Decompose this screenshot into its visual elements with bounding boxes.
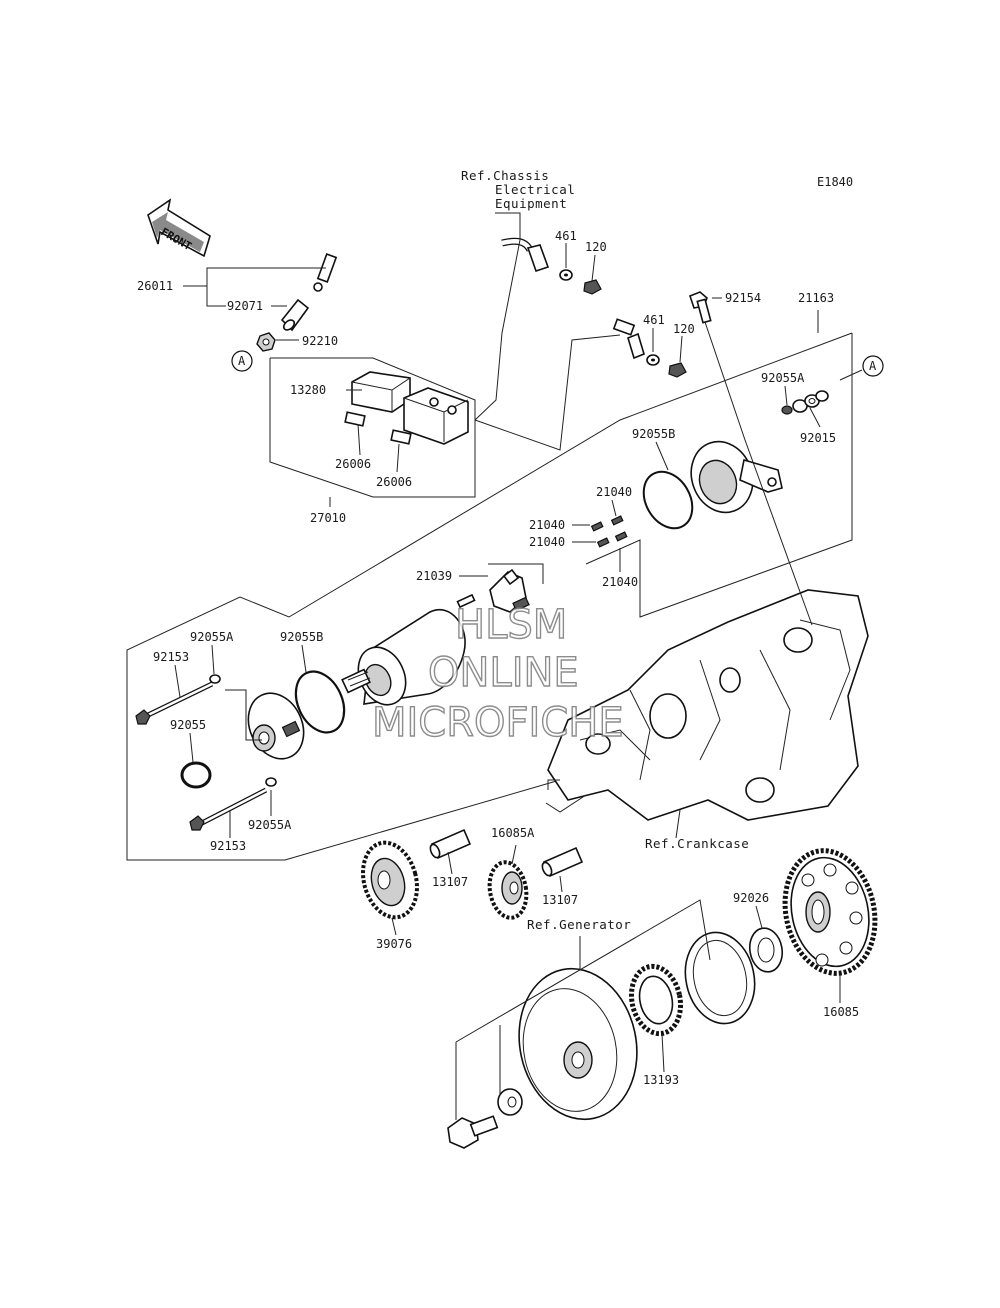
label-13193: 13193 bbox=[643, 1073, 679, 1087]
label-39076: 39076 bbox=[376, 937, 412, 951]
oring-92055B-mid bbox=[294, 670, 346, 734]
ref-chassis-line3: Equipment bbox=[495, 196, 567, 211]
ref-circle-a-right-label: A bbox=[869, 359, 877, 373]
label-92055A-top: 92055A bbox=[761, 371, 805, 385]
fuse-26006-a bbox=[344, 411, 366, 427]
long-bolt-92153-a bbox=[135, 681, 214, 725]
watermark-line1: HLSM bbox=[455, 602, 567, 648]
label-92055A-left-1: 92055A bbox=[190, 630, 234, 644]
bolt-120-b bbox=[668, 362, 687, 378]
starter-end-cover-21163 bbox=[690, 440, 783, 514]
label-26006-b: 26006 bbox=[376, 475, 412, 489]
bolt-92154 bbox=[689, 291, 712, 324]
label-26006-a: 26006 bbox=[335, 457, 371, 471]
one-way-clutch-13193 bbox=[628, 963, 684, 1037]
part-labels: 26011 92071 92210 13280 26006 26006 2701… bbox=[137, 229, 859, 1087]
front-arrow-icon: FRONT bbox=[147, 198, 211, 258]
washer-461-a bbox=[559, 269, 573, 281]
oring-92055A-left-2 bbox=[265, 777, 277, 787]
diagram-code: E1840 bbox=[817, 175, 853, 189]
rotor-bolt bbox=[447, 1115, 499, 1149]
starter-gear-16085 bbox=[782, 848, 878, 976]
group-outline-relay bbox=[269, 357, 476, 498]
shaft-13107-a bbox=[429, 828, 472, 860]
nut-92210 bbox=[256, 332, 276, 352]
gear-16085A bbox=[487, 860, 529, 920]
washer-92026 bbox=[748, 927, 784, 973]
ref-circle-a-left-label: A bbox=[238, 354, 246, 368]
label-21039: 21039 bbox=[416, 569, 452, 583]
label-92055B-top: 92055B bbox=[632, 427, 675, 441]
ground-wire bbox=[501, 237, 550, 273]
leader-lines bbox=[174, 212, 863, 1120]
label-16085: 16085 bbox=[823, 1005, 859, 1019]
watermark-line2: ONLINE bbox=[428, 650, 579, 696]
label-13107-a: 13107 bbox=[432, 875, 468, 889]
brush-21040-group bbox=[590, 515, 628, 548]
label-27010: 27010 bbox=[310, 511, 346, 525]
starter-front-cover bbox=[247, 692, 305, 760]
ref-generator: Ref.Generator bbox=[527, 917, 631, 932]
label-92154: 92154 bbox=[725, 291, 761, 305]
bolt-120-a bbox=[583, 279, 602, 295]
oring-92055 bbox=[180, 761, 212, 789]
label-13280: 13280 bbox=[290, 383, 326, 397]
label-21040-a: 21040 bbox=[596, 485, 632, 499]
long-bolt-92153-b bbox=[189, 787, 268, 831]
label-13107-b: 13107 bbox=[542, 893, 578, 907]
oring-92055B-top bbox=[642, 470, 694, 530]
watermark: HLSM ONLINE MICROFICHE bbox=[371, 601, 624, 746]
washer-461-b bbox=[646, 354, 660, 366]
label-21040-b: 21040 bbox=[529, 518, 565, 532]
fuse-26006-b bbox=[390, 429, 412, 445]
starter-relay bbox=[403, 387, 469, 445]
ref-crankcase: Ref.Crankcase bbox=[645, 836, 749, 851]
terminal-boot-92071 bbox=[280, 282, 323, 332]
brush-holder-21039 bbox=[456, 568, 530, 613]
crankcase bbox=[547, 589, 869, 821]
label-26011: 26011 bbox=[137, 279, 173, 293]
label-21040-c: 21040 bbox=[529, 535, 565, 549]
label-92055B-mid: 92055B bbox=[280, 630, 323, 644]
label-16085A: 16085A bbox=[491, 826, 535, 840]
rotor-washer bbox=[497, 1088, 523, 1116]
label-461-a: 461 bbox=[555, 229, 577, 243]
nut-92015 bbox=[804, 390, 829, 408]
ref-circle-a-left: A bbox=[231, 350, 253, 372]
label-92015: 92015 bbox=[800, 431, 836, 445]
starter-motor-body bbox=[341, 609, 466, 706]
label-461-b: 461 bbox=[643, 313, 665, 327]
label-92153-a: 92153 bbox=[153, 650, 189, 664]
label-92153-b: 92153 bbox=[210, 839, 246, 853]
ref-chassis-line1: Ref.Chassis bbox=[461, 168, 549, 183]
ref-chassis-line2: Electrical bbox=[495, 182, 575, 197]
watermark-line3: MICROFICHE bbox=[372, 700, 624, 746]
label-92026: 92026 bbox=[733, 891, 769, 905]
starter-cable bbox=[316, 253, 645, 360]
label-92210: 92210 bbox=[302, 334, 338, 348]
oring-92055A-left-1 bbox=[209, 674, 221, 684]
relay-cover-13280 bbox=[351, 371, 411, 413]
label-92055A-left-2: 92055A bbox=[248, 818, 292, 832]
label-21040-d: 21040 bbox=[602, 575, 638, 589]
idle-gear-39076 bbox=[361, 840, 419, 920]
label-21163: 21163 bbox=[798, 291, 834, 305]
label-120-b: 120 bbox=[673, 322, 695, 336]
label-92071: 92071 bbox=[227, 299, 263, 313]
ref-circle-a-right: A bbox=[862, 355, 884, 377]
shaft-13107-b bbox=[541, 846, 584, 878]
oring-92055A-top bbox=[781, 405, 793, 415]
group-outline-main bbox=[126, 332, 853, 861]
clutch-housing bbox=[684, 931, 756, 1025]
generator-rotor bbox=[518, 967, 638, 1121]
label-92055: 92055 bbox=[170, 718, 206, 732]
label-120-a: 120 bbox=[585, 240, 607, 254]
